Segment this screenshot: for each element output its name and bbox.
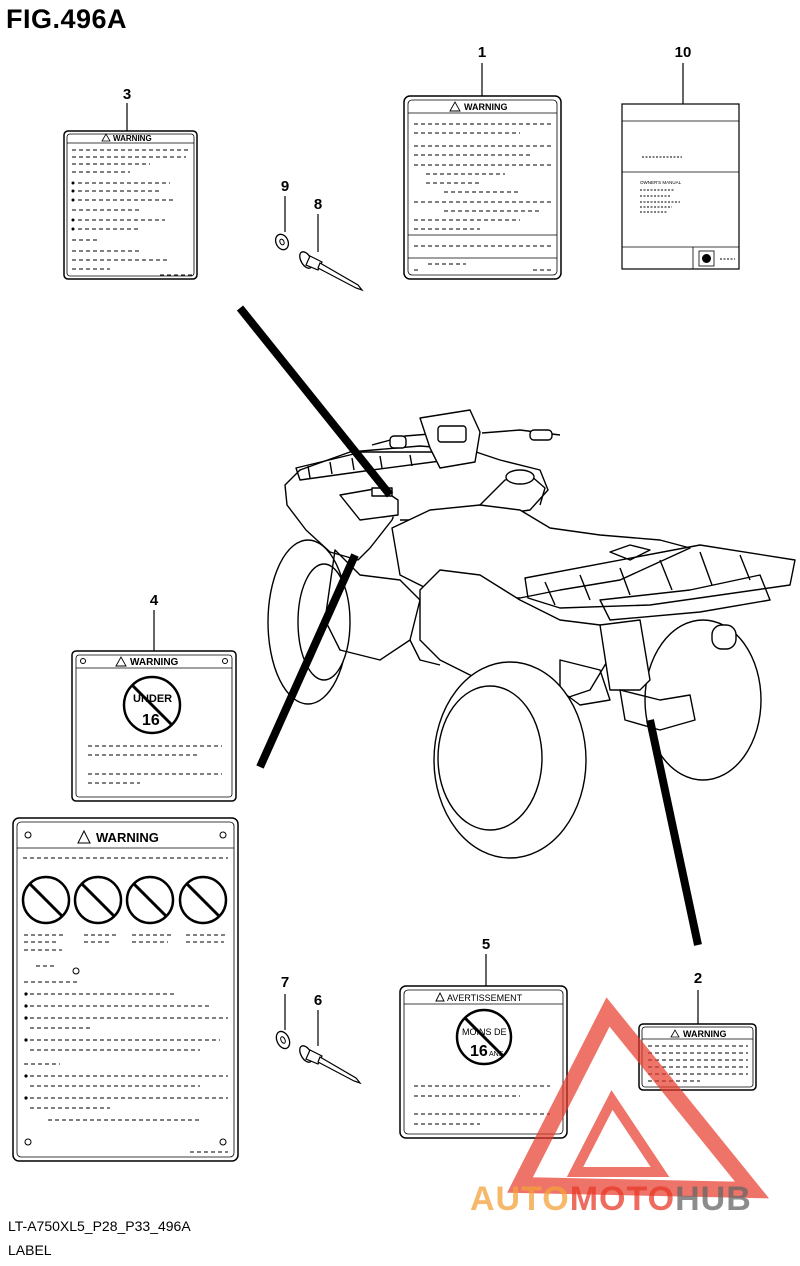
callout-9: 9 [280,178,290,195]
label-4-warning[interactable]: WARNING UNDER 16 WARNING [12,650,239,1162]
washer-7[interactable] [274,1029,292,1050]
label-3-warning[interactable]: WARNING [63,130,198,280]
footer-code: LT-A750XL5_P28_P33_496A [8,1218,191,1234]
callout-5: 5 [481,936,491,953]
pointer-label-3 [236,305,394,498]
watermark-text: AUTOMOTOHUB [470,1180,752,1219]
watermark-part3: HUB [675,1180,752,1218]
under-16-number: 16 [142,712,160,729]
rivet-6[interactable] [297,1044,362,1085]
pointer-label-2 [646,719,702,946]
moins-de-text: MOINS DE [462,1027,507,1037]
washer-9[interactable] [273,232,291,252]
moins-16-number: 16 [470,1043,488,1060]
callout-1: 1 [477,44,487,61]
callout-6: 6 [313,992,323,1009]
pointer-label-4 [256,553,359,769]
label-3-heading: WARNING [113,134,152,143]
rivet-8[interactable] [297,250,364,292]
label-5-avertissement[interactable]: AVERTISSEMENT MOINS DE 16 ANS [399,985,568,1139]
label-1-warning[interactable]: WARNING [403,95,562,280]
callout-4: 4 [149,592,159,609]
owners-manual-title: OWNER'S MANUAL [640,180,682,185]
under-text: UNDER [133,693,172,705]
figure-title: FIG.496A [6,4,128,34]
footer-name: LABEL [8,1242,52,1258]
callout-8: 8 [313,196,323,213]
callout-3: 3 [122,86,132,103]
watermark-part1: AUTO [470,1180,570,1218]
atv-vehicle [267,409,796,859]
watermark-logo-icon [507,997,770,1199]
label-4-heading: WARNING [130,657,179,668]
suzuki-logo-icon [702,254,711,263]
owners-manual-10[interactable]: OWNER'S MANUAL [621,103,740,270]
watermark-part2: MOTO [569,1180,676,1218]
callout-2: 2 [693,970,703,987]
callout-10: 10 [674,44,692,61]
label-5-heading: AVERTISSEMENT [447,993,523,1003]
callout-7: 7 [280,974,290,991]
ans-text: ANS [489,1051,504,1058]
label-1-heading: WARNING [464,102,508,112]
label-2-heading: WARNING [683,1029,727,1039]
label-4b-heading: WARNING [96,830,159,845]
